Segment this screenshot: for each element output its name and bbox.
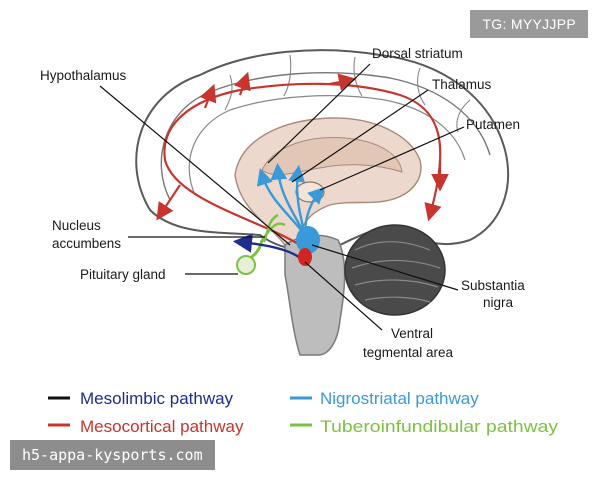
label-substantia: Substantia (461, 278, 525, 293)
label-accumbens: accumbens (52, 236, 121, 251)
brainstem (284, 234, 346, 356)
mesocortical-pathway (156, 71, 449, 246)
label-putamen: Putamen (466, 117, 520, 132)
legend-nigrostriatal: Nigrostriatal pathway (320, 389, 479, 408)
label-ventral: Ventral (391, 326, 433, 341)
legend-tuberoinfundibular: Tuberoinfundibular pathway (320, 417, 559, 436)
pituitary-gland (236, 239, 264, 275)
label-dorsal-striatum: Dorsal striatum (372, 46, 463, 61)
legend: Mesolimbic pathway Nigrostriatal pathway… (48, 389, 559, 436)
label-nigra: nigra (483, 295, 514, 310)
watermark-top: TG: MYYJJPP (470, 10, 588, 38)
vta-marker (298, 248, 312, 266)
nigrostriatal-pathway (256, 162, 326, 254)
label-pituitary-gland: Pituitary gland (80, 267, 166, 282)
leader-lines (99, 63, 465, 331)
label-thalamus: Thalamus (432, 77, 492, 92)
legend-mesocortical: Mesocortical pathway (80, 417, 244, 436)
label-hypothalamus: Hypothalamus (40, 68, 127, 83)
mesolimbic-pathway (232, 233, 301, 259)
watermark-bottom: h5-appa-kysports.com (10, 440, 215, 470)
legend-mesolimbic: Mesolimbic pathway (80, 389, 234, 408)
label-nucleus: Nucleus (52, 218, 101, 233)
label-tegmental-area: tegmental area (363, 345, 454, 360)
